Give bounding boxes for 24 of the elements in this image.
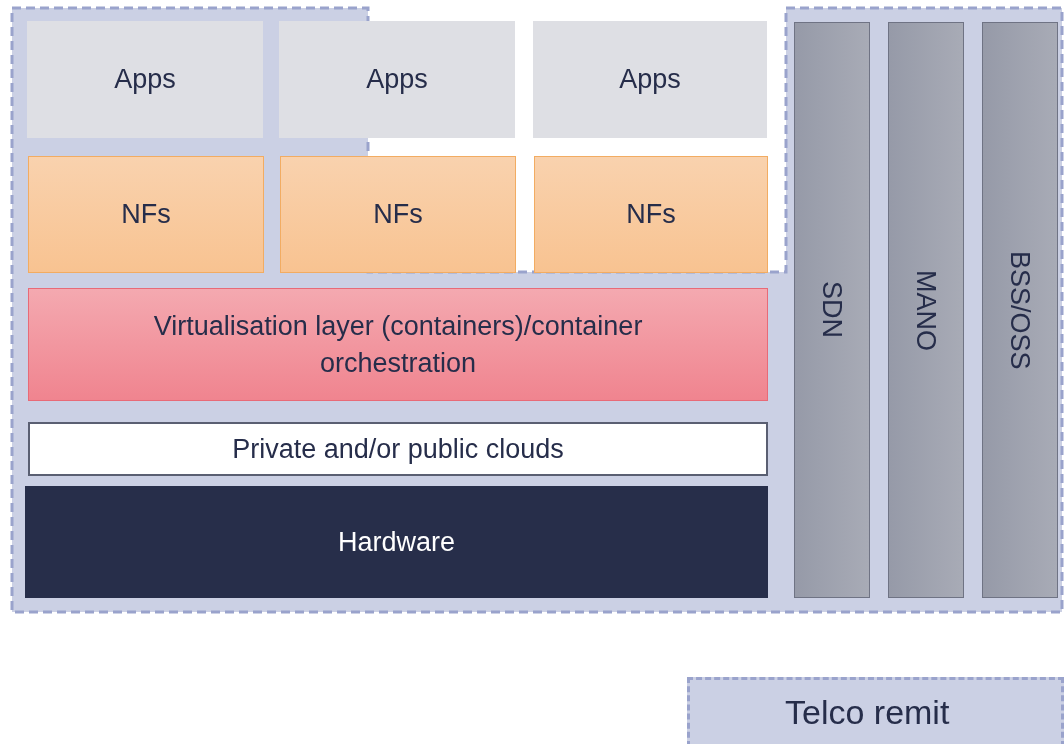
node-label: Apps xyxy=(619,63,681,97)
apps-box xyxy=(279,21,515,138)
vertical-bar xyxy=(888,22,964,598)
node-label: MANO xyxy=(910,269,943,351)
legend-label: Telco remit xyxy=(785,692,950,732)
vertical-bar xyxy=(982,22,1058,598)
nf-box xyxy=(534,156,768,273)
node-label: SDN xyxy=(816,281,849,339)
node-label: Hardware xyxy=(337,525,455,559)
node-label: Virtualisation layer (containers)/container orchestration xyxy=(152,310,644,380)
vertical-bar xyxy=(794,22,870,598)
layer-box xyxy=(28,288,768,401)
node-label: Apps xyxy=(114,63,176,97)
node-label: Apps xyxy=(366,63,428,97)
node-label: NFs xyxy=(373,198,423,232)
node-label: NFs xyxy=(626,198,676,232)
apps-box xyxy=(533,21,767,138)
node-label: BSS/OSS xyxy=(1004,250,1037,370)
layer-box xyxy=(28,422,768,476)
nf-box xyxy=(280,156,516,273)
nf-box xyxy=(28,156,264,273)
node-label: NFs xyxy=(121,198,171,232)
node-label: Private and/or public clouds xyxy=(232,432,564,466)
hardware-box xyxy=(25,486,768,598)
